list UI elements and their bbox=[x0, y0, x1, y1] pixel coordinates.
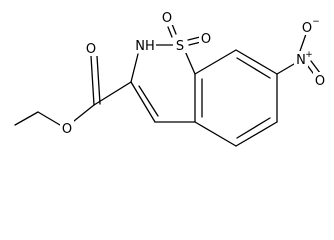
bond-c5-c6-inner bbox=[236, 117, 271, 139]
bond-s-c8a bbox=[184, 50, 196, 75]
bond-c3-c4 bbox=[130, 81, 156, 123]
bond-ch3-ch2 bbox=[14, 111, 39, 126]
bond-c8-c8a bbox=[194, 49, 237, 75]
bond-s-o-right-a bbox=[187, 36, 201, 41]
structure-canvas: O O NH S O O N + O − O bbox=[14, 9, 327, 147]
bond-ccarbonyl-c3 bbox=[93, 81, 132, 106]
atom-nh: NH bbox=[135, 39, 155, 54]
atom-label-layer: O O NH S O O N + O − O bbox=[60, 9, 327, 137]
bond-c3-c4-inner bbox=[138, 85, 159, 117]
bond-c5-c6 bbox=[235, 121, 278, 147]
bond-n-otop bbox=[299, 33, 307, 52]
bond-carbonyl-double-b bbox=[96, 55, 101, 105]
bond-c7-n bbox=[276, 63, 295, 75]
bond-c3-nh bbox=[130, 53, 139, 83]
bond-oester-ccarbonyl bbox=[73, 104, 95, 122]
bond-n-obottom-b bbox=[310, 60, 321, 74]
bond-s-o-left-b bbox=[167, 26, 173, 38]
bond-c7-c8 bbox=[235, 49, 278, 75]
nitro-nitrogen-plus-charge: + bbox=[305, 50, 313, 60]
bond-layer bbox=[14, 23, 321, 147]
atom-nitro-oxygen-bottom: O bbox=[315, 74, 325, 89]
bond-c7-c8-inner bbox=[236, 57, 271, 79]
atom-ester-oxygen: O bbox=[62, 122, 72, 137]
bond-s-o-left-a bbox=[171, 23, 177, 35]
bond-carbonyl-double-a bbox=[90, 55, 95, 106]
atom-sulfonyl-oxygen-left: O bbox=[162, 11, 172, 26]
atom-sulfur: S bbox=[176, 39, 184, 54]
molecule-diagram: O O NH S O O N + O − O bbox=[14, 9, 327, 147]
atom-carbonyl-oxygen: O bbox=[86, 42, 96, 57]
atom-sulfonyl-oxygen-right: O bbox=[201, 32, 211, 47]
atom-nitro-nitrogen: N bbox=[296, 53, 306, 68]
nitro-oxygen-minus-charge: − bbox=[312, 17, 320, 27]
bond-c4a-c5 bbox=[194, 121, 237, 147]
bond-ch2-oester bbox=[37, 111, 61, 126]
atom-nitro-oxygen-top: O bbox=[302, 21, 312, 36]
